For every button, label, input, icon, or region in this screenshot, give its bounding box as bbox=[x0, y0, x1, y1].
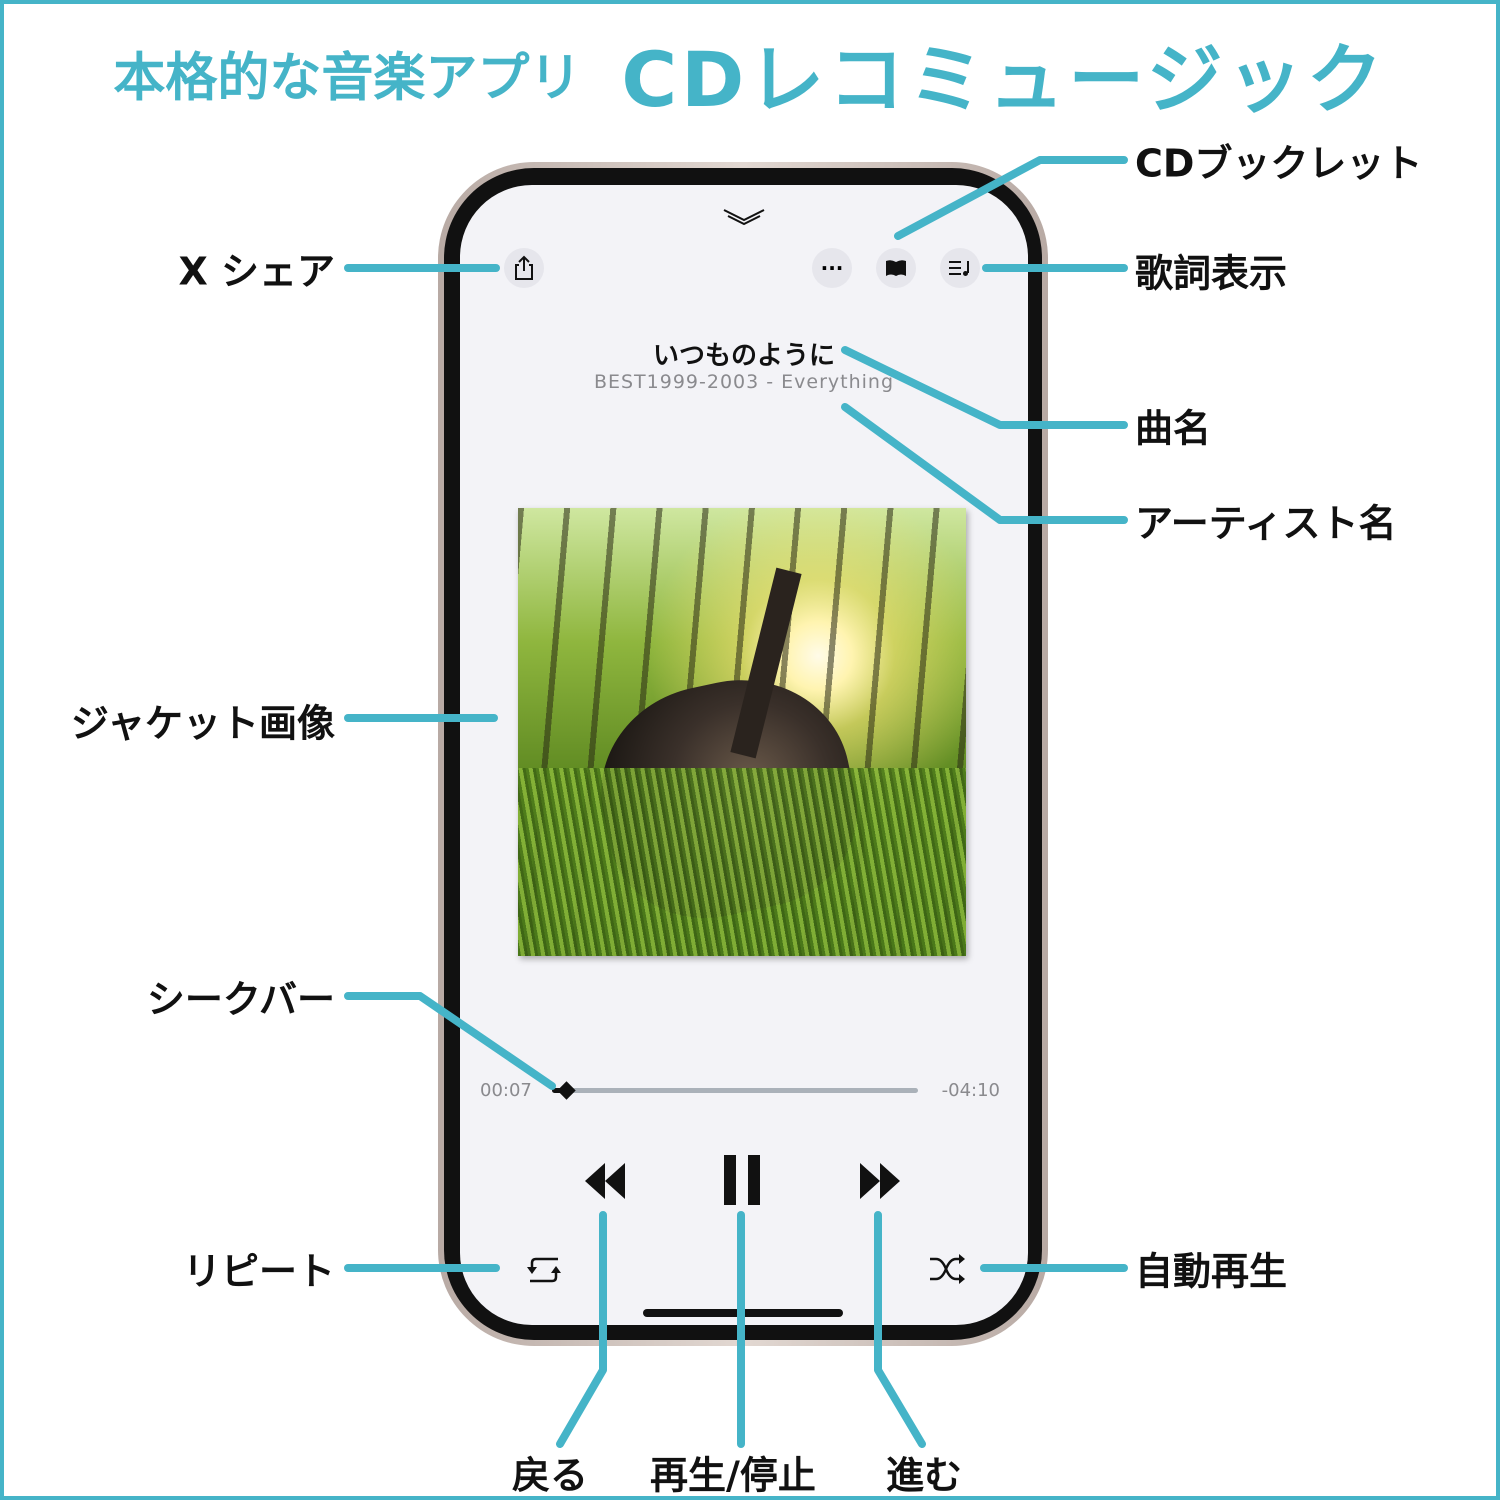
label-repeat: リピート bbox=[182, 1249, 335, 1294]
chevron-down-icon[interactable] bbox=[722, 207, 766, 227]
label-play-pause: 再生/停止 bbox=[650, 1453, 816, 1498]
page-title: 本格的な音楽アプリ CDレコミュージック bbox=[0, 18, 1500, 128]
tagline: 本格的な音楽アプリ bbox=[113, 48, 582, 109]
callout-line-booklet bbox=[894, 156, 1128, 240]
callout-line-song bbox=[841, 346, 1128, 429]
fast-forward-icon[interactable] bbox=[860, 1163, 900, 1199]
repeat-icon[interactable] bbox=[524, 1253, 564, 1287]
player-screen: ··· いつものように BEST1999-2003 - Everything 0… bbox=[460, 185, 1028, 1325]
callout-line-forward bbox=[874, 1211, 926, 1448]
app-name: CDレコミュージック bbox=[621, 35, 1387, 124]
remaining-time: -04:10 bbox=[941, 1080, 1000, 1101]
album-art bbox=[518, 508, 966, 956]
label-lyrics: 歌詞表示 bbox=[1135, 251, 1288, 296]
rewind-icon[interactable] bbox=[585, 1163, 625, 1199]
more-icon: ··· bbox=[820, 256, 844, 280]
callout-line-back bbox=[556, 1211, 607, 1448]
label-jacket: ジャケット画像 bbox=[70, 701, 335, 746]
label-artist: アーティスト名 bbox=[1135, 501, 1397, 546]
callout-line-seek bbox=[344, 992, 556, 1090]
share-button[interactable] bbox=[504, 248, 544, 288]
callout-line-artist bbox=[841, 403, 1128, 524]
share-icon bbox=[515, 255, 533, 280]
booklet-icon bbox=[886, 260, 906, 276]
seek-bar[interactable] bbox=[555, 1088, 918, 1093]
label-booklet: CDブックレット bbox=[1135, 141, 1423, 186]
pause-icon[interactable] bbox=[724, 1155, 760, 1205]
label-forward: 進む bbox=[886, 1453, 963, 1498]
label-back: 戻る bbox=[512, 1453, 589, 1498]
label-song: 曲名 bbox=[1135, 406, 1212, 451]
booklet-button[interactable] bbox=[876, 248, 916, 288]
shuffle-icon[interactable] bbox=[928, 1253, 966, 1285]
artist-line: BEST1999-2003 - Everything bbox=[593, 371, 895, 393]
elapsed-time: 00:07 bbox=[480, 1080, 532, 1101]
lyrics-icon bbox=[949, 261, 969, 276]
label-seek: シークバー bbox=[146, 977, 335, 1022]
label-autoplay: 自動再生 bbox=[1135, 1249, 1288, 1294]
label-share: X シェア bbox=[178, 249, 335, 294]
lyrics-button[interactable] bbox=[940, 248, 980, 288]
song-title: いつものように bbox=[652, 341, 835, 371]
more-button[interactable]: ··· bbox=[812, 248, 852, 288]
